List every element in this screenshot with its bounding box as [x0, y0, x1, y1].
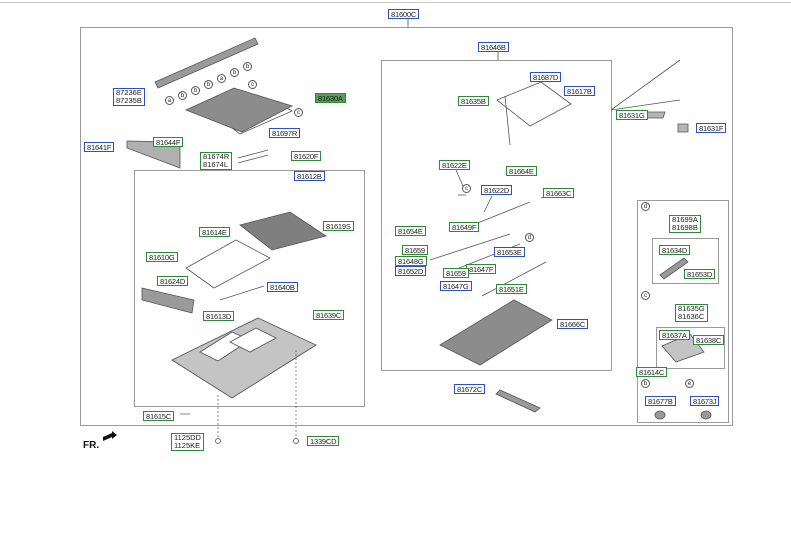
part-label-81636C[interactable]: 81636C	[678, 312, 705, 321]
part-label-group-81674R[interactable]: 81674R 81674L	[200, 152, 233, 170]
part-label-81646B[interactable]: 81646B	[478, 42, 509, 52]
part-label-81637A[interactable]: 81637A	[659, 330, 690, 340]
part-label-81653D[interactable]: 81653D	[684, 269, 716, 279]
part-label-81653E[interactable]: 81653E	[494, 247, 525, 257]
part-label-1125KE[interactable]: 1125KE	[174, 441, 201, 450]
part-label-81610G[interactable]: 81610G	[146, 252, 178, 262]
callout-c: c	[641, 291, 650, 300]
front-arrow-icon	[103, 431, 117, 441]
callout-c: c	[462, 184, 471, 193]
glass-assembly-frame	[381, 60, 612, 371]
callout-b: b	[178, 91, 187, 100]
callout-b: b	[230, 68, 239, 77]
part-label-81600C[interactable]: 81600C	[388, 9, 420, 19]
part-label-81651E[interactable]: 81651E	[496, 284, 527, 294]
part-label-81635G[interactable]: 81635G	[678, 304, 705, 313]
part-label-81697R[interactable]: 81697R	[269, 128, 301, 138]
part-label-81659[interactable]: 81659	[402, 245, 428, 255]
part-label-group-87236E[interactable]: 87236E 87235B	[113, 88, 145, 106]
part-label-81647G[interactable]: 81647G	[440, 281, 472, 291]
part-label-81699A[interactable]: 81699A	[672, 215, 698, 224]
front-direction-label: FR.	[83, 440, 100, 451]
part-label-group-81699A[interactable]: 81699A 81698B	[669, 215, 701, 233]
callout-b: b	[191, 86, 200, 95]
part-label-81630A[interactable]: 81630A	[315, 93, 346, 103]
part-label-1125DD[interactable]: 1125DD	[174, 433, 201, 442]
top-divider	[0, 2, 791, 3]
part-label-81619S[interactable]: 81619S	[323, 221, 354, 231]
diagram-frame	[80, 27, 733, 426]
callout-b: b	[204, 80, 213, 89]
part-label-81631F[interactable]: 81631F	[696, 123, 727, 133]
part-label-81612B[interactable]: 81612B	[294, 171, 325, 181]
part-label-81622D[interactable]: 81622D	[481, 185, 513, 195]
part-label-87236E[interactable]: 87236E	[116, 88, 142, 97]
callout-b: b	[243, 62, 252, 71]
part-label-81663C[interactable]: 81663C	[543, 188, 575, 198]
part-label-81687D[interactable]: 81687D	[530, 72, 562, 82]
callout-b: b	[641, 379, 650, 388]
part-label-81634D[interactable]: 81634D	[659, 245, 691, 255]
part-label-81617B[interactable]: 81617B	[564, 86, 595, 96]
callout-a: a	[165, 96, 174, 105]
part-label-81622E[interactable]: 81622E	[439, 160, 470, 170]
callout-e: e	[685, 379, 694, 388]
part-label-81641F[interactable]: 81641F	[84, 142, 115, 152]
part-label-81638C[interactable]: 81638C	[693, 335, 725, 345]
part-label-group-1125DD[interactable]: 1125DD 1125KE	[171, 433, 204, 451]
part-label-81649F[interactable]: 81649F	[449, 222, 480, 232]
part-label-81613D[interactable]: 81613D	[203, 311, 235, 321]
part-label-81631G[interactable]: 81631G	[616, 110, 648, 120]
detail-panel	[637, 200, 729, 423]
part-label-81654E[interactable]: 81654E	[395, 226, 426, 236]
part-label-81614E[interactable]: 81614E	[199, 227, 230, 237]
part-label-81664E[interactable]: 81664E	[506, 166, 537, 176]
part-label-81677B[interactable]: 81677B	[645, 396, 676, 406]
part-label-87235B[interactable]: 87235B	[116, 96, 142, 105]
part-label-81647F[interactable]: 81647F	[466, 264, 497, 274]
part-label-81624D[interactable]: 81624D	[157, 276, 189, 286]
part-label-81672C[interactable]: 81672C	[454, 384, 486, 394]
detail-c-box	[656, 327, 725, 369]
part-label-81614C[interactable]: 81614C	[636, 367, 668, 377]
detail-d-box	[652, 238, 719, 284]
part-label-1339CD[interactable]: 1339CD	[307, 436, 340, 446]
part-label-81635B[interactable]: 81635B	[458, 96, 489, 106]
callout-d: d	[641, 202, 650, 211]
part-label-group-81635G[interactable]: 81635G 81636C	[675, 304, 708, 322]
callout-c: c	[248, 80, 257, 89]
part-label-81644F[interactable]: 81644F	[153, 137, 184, 147]
part-label-81620F[interactable]: 81620F	[291, 151, 322, 161]
part-label-81673J[interactable]: 81673J	[690, 396, 720, 406]
frame-assembly-frame	[134, 170, 365, 407]
part-label-81674L[interactable]: 81674L	[203, 160, 229, 169]
callout-d: d	[525, 233, 534, 242]
part-label-81698B[interactable]: 81698B	[672, 223, 698, 232]
part-label-81615C[interactable]: 81615C	[143, 411, 175, 421]
part-label-81640B[interactable]: 81640B	[267, 282, 298, 292]
part-label-81648G[interactable]: 81648G	[395, 256, 427, 266]
callout-a: a	[217, 74, 226, 83]
part-label-81674R[interactable]: 81674R	[203, 152, 230, 161]
callout-c: c	[294, 108, 303, 117]
part-label-81639C[interactable]: 81639C	[313, 310, 345, 320]
part-label-81652D[interactable]: 81652D	[395, 266, 427, 276]
part-label-81666C[interactable]: 81666C	[557, 319, 589, 329]
part-label-81659-b[interactable]: 81659	[443, 268, 469, 278]
